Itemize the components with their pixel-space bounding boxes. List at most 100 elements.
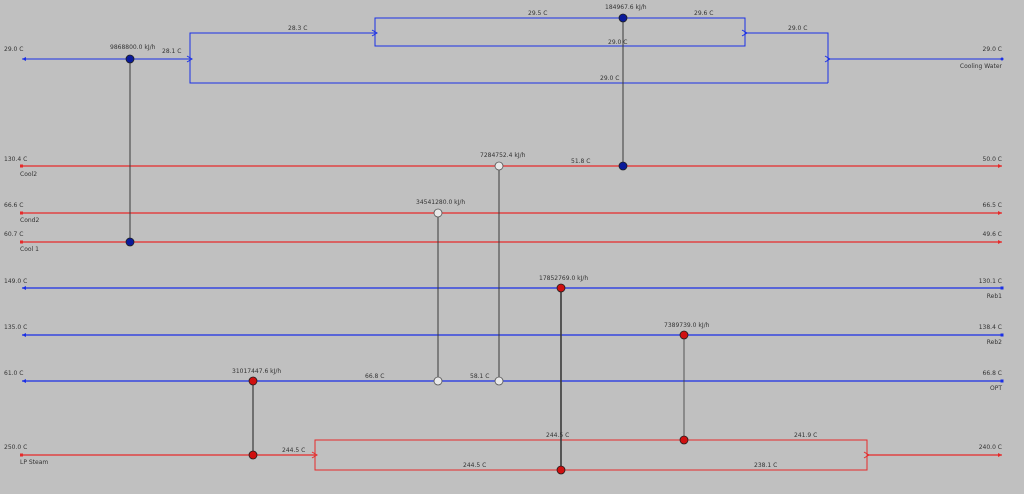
stream-name: Cool 1: [20, 246, 39, 253]
exchanger-cond2[interactable]: 34541280.0 kJ/h: [416, 199, 465, 386]
stream-temp-left: 61.0 C: [4, 370, 23, 377]
stream-cond2[interactable]: 66.6 C Cond2 66.5 C: [4, 202, 1002, 224]
stream-temp-left: 149.0 C: [4, 278, 27, 285]
exchanger-duty: 7389739.0 kJ/h: [664, 322, 710, 329]
exchanger-reb1[interactable]: 17852769.0 kJ/h: [539, 275, 588, 475]
stream-name: Cond2: [20, 217, 39, 224]
branch-temp: 241.9 C: [794, 432, 817, 439]
stream-temp-right: 66.8 C: [983, 370, 1002, 377]
exchanger-opt[interactable]: 31017447.6 kJ/h: [232, 368, 281, 460]
stream-start-marker: [20, 453, 23, 457]
stream-temp-left: 66.6 C: [4, 202, 23, 209]
stream-start-marker: [20, 240, 23, 244]
stream-temp-right: 138.4 C: [979, 324, 1002, 331]
flow-arrow-icon: [22, 379, 26, 383]
stream-temp-right: 50.0 C: [983, 156, 1002, 163]
exchanger-duty: 31017447.6 kJ/h: [232, 368, 281, 375]
branch-temp: 29.0 C: [600, 75, 619, 82]
stream-name: OPT: [990, 385, 1002, 392]
flow-arrow-icon: [998, 240, 1002, 244]
split-chevron: [311, 451, 318, 459]
stream-temp-right: 240.0 C: [979, 444, 1002, 451]
stream-start-marker: [1000, 333, 1004, 337]
stream-name: Reb2: [987, 339, 1002, 346]
exchanger-node[interactable]: [248, 376, 258, 386]
exchanger-node[interactable]: [618, 13, 628, 23]
exchanger-cool2[interactable]: 184967.6 kJ/h: [605, 4, 647, 171]
branch-temp: 29.6 C: [694, 10, 713, 17]
stream-start-marker: [1000, 379, 1004, 383]
exchanger-node[interactable]: [618, 161, 628, 171]
branch-temp: 244.5 C: [282, 447, 305, 454]
flow-arrow-icon: [22, 57, 26, 61]
flow-arrow-icon: [22, 286, 26, 290]
flow-arrow-icon: [998, 211, 1002, 215]
stream-branch: [189, 17, 829, 84]
split-chevron: [824, 55, 831, 63]
exchanger-node[interactable]: [679, 330, 689, 340]
exchanger-duty: 184967.6 kJ/h: [605, 4, 647, 11]
stream-start-marker: [1000, 57, 1004, 61]
segment-temp: 66.8 C: [365, 373, 384, 380]
exchanger-cool2-opt[interactable]: 7284752.4 kJ/h: [480, 152, 526, 386]
flow-arrow-icon: [998, 164, 1002, 168]
branch-temp: 29.0 C: [788, 25, 807, 32]
stream-name: LP Steam: [20, 459, 48, 466]
stream-start-marker: [20, 211, 23, 215]
exchanger-cool1[interactable]: 9868800.0 kJ/h: [110, 44, 156, 247]
stream-temp-right: 29.0 C: [983, 46, 1002, 53]
stream-temp-left: 250.0 C: [4, 444, 27, 451]
exchanger-node[interactable]: [494, 161, 504, 171]
stream-temp-left: 130.4 C: [4, 156, 27, 163]
stream-temp-left: 135.0 C: [4, 324, 27, 331]
exchanger-duty: 9868800.0 kJ/h: [110, 44, 156, 51]
exchanger-node[interactable]: [494, 376, 504, 386]
branch-temp: 28.1 C: [162, 48, 181, 55]
exchanger-node[interactable]: [248, 450, 258, 460]
split-chevron: [741, 29, 748, 37]
stream-start-marker: [1000, 286, 1004, 290]
stream-temp-left: 60.7 C: [4, 231, 23, 238]
exchanger-node[interactable]: [433, 376, 443, 386]
flow-arrow-icon: [22, 333, 26, 337]
stream-cool1[interactable]: 60.7 C Cool 1 49.6 C: [4, 231, 1002, 253]
stream-reb1[interactable]: 149.0 C 130.1 C Reb1: [4, 278, 1004, 300]
branch-temp: 238.1 C: [754, 462, 777, 469]
stream-branch: [314, 439, 868, 471]
split-chevron: [186, 55, 193, 63]
stream-temp-right: 49.6 C: [983, 231, 1002, 238]
stream-name: Cool2: [20, 171, 37, 178]
exchanger-duty: 17852769.0 kJ/h: [539, 275, 588, 282]
branch-temp: 244.5 C: [546, 432, 569, 439]
segment-temp: 51.8 C: [571, 158, 590, 165]
stream-temp-right: 66.5 C: [983, 202, 1002, 209]
stream-reb2[interactable]: 135.0 C 138.4 C Reb2: [4, 324, 1004, 346]
branch-temp: 29.5 C: [528, 10, 547, 17]
exchanger-node[interactable]: [125, 54, 135, 64]
exchanger-node[interactable]: [556, 465, 566, 475]
exchanger-duty: 7284752.4 kJ/h: [480, 152, 526, 159]
exchanger-reb2[interactable]: 7389739.0 kJ/h: [664, 322, 710, 445]
split-chevron: [863, 451, 870, 459]
stream-opt[interactable]: 61.0 C 66.8 C OPT 66.8 C 58.1 C: [4, 370, 1004, 392]
stream-cooling-water[interactable]: 29.0 C 29.0 C Cooling Water 28.1 C 28.3 …: [4, 10, 1004, 84]
flow-arrow-icon: [998, 453, 1002, 457]
exchanger-node[interactable]: [125, 237, 135, 247]
stream-temp-left: 29.0 C: [4, 46, 23, 53]
stream-name: Cooling Water: [960, 63, 1003, 70]
exchanger-duty: 34541280.0 kJ/h: [416, 199, 465, 206]
stream-lp-steam[interactable]: 250.0 C LP Steam 240.0 C 244.5 C 244.5 C…: [4, 432, 1002, 471]
stream-cool2[interactable]: 130.4 C Cool2 50.0 C 51.8 C: [4, 156, 1002, 178]
split-chevron: [371, 29, 378, 37]
stream-start-marker: [20, 164, 23, 168]
branch-temp: 244.5 C: [463, 462, 486, 469]
exchanger-node[interactable]: [556, 283, 566, 293]
branch-temp: 29.0 C: [608, 39, 627, 46]
segment-temp: 58.1 C: [470, 373, 489, 380]
stream-name: Reb1: [987, 293, 1002, 300]
stream-temp-right: 130.1 C: [979, 278, 1002, 285]
exchanger-node[interactable]: [679, 435, 689, 445]
branch-temp: 28.3 C: [288, 25, 307, 32]
exchanger-node[interactable]: [433, 208, 443, 218]
